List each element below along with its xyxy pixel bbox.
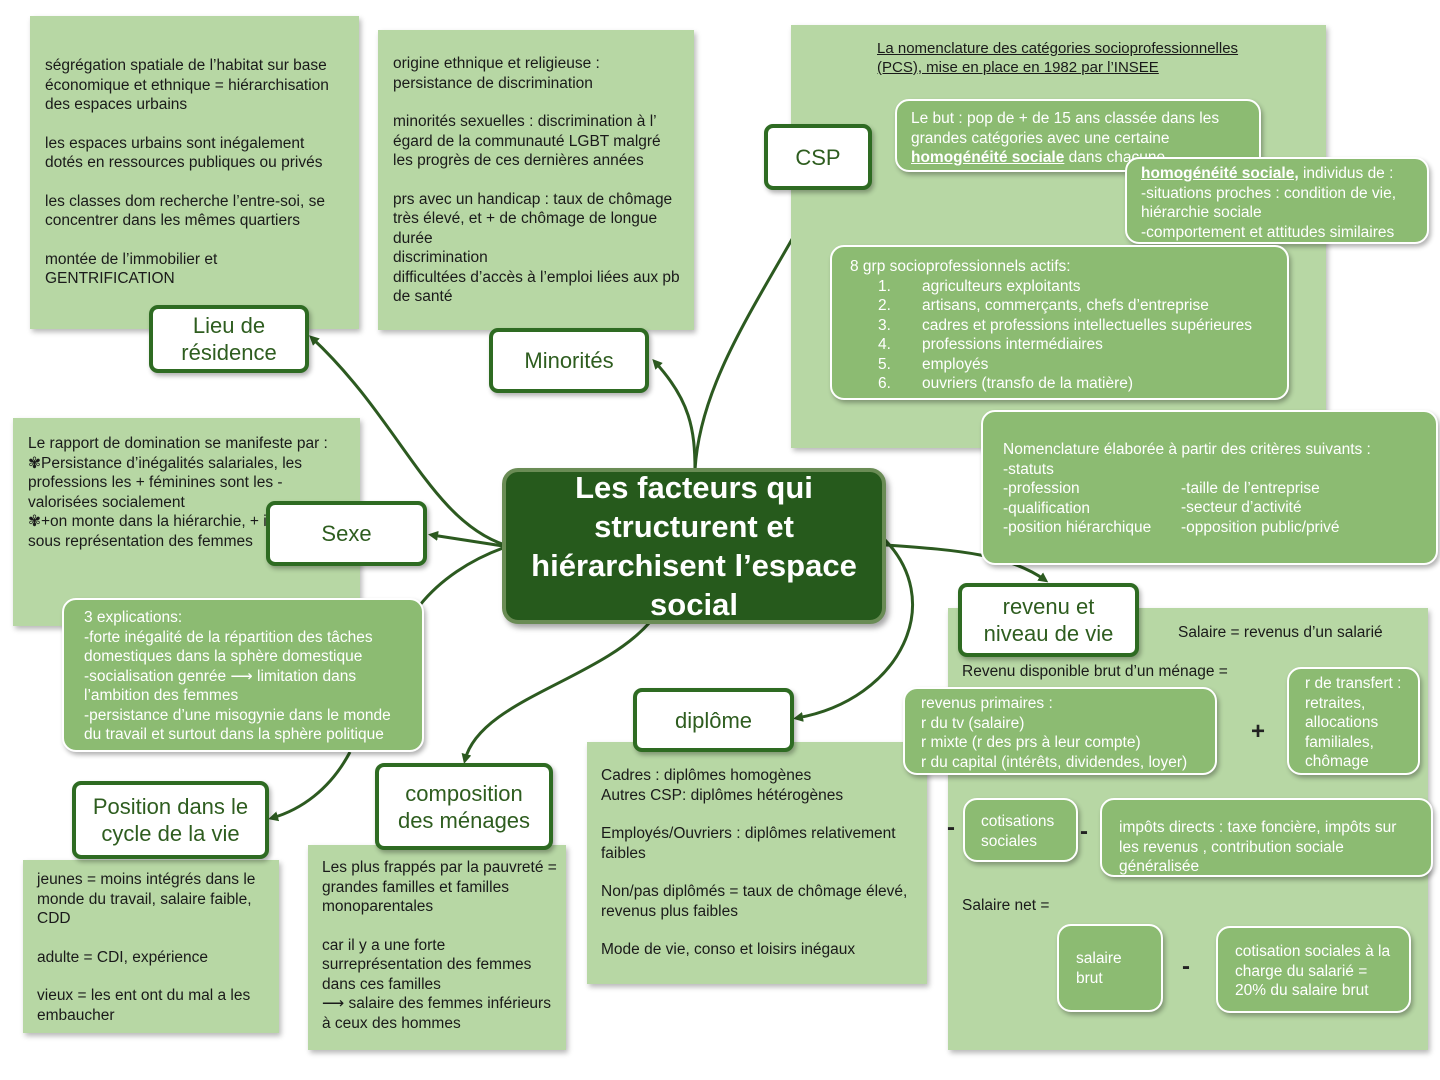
link-sexe	[428, 530, 504, 548]
lieu-note: ségrégation spatiale de l’habitat sur ba…	[30, 16, 359, 329]
link-lieu	[309, 335, 506, 547]
diplome-note-line: Employés/Ouvriers : diplômes relativemen…	[601, 825, 896, 862]
cycle-note-line: jeunes = moins intégrés dans le monde du…	[37, 871, 256, 927]
groups-title: 8 grp socioprofessionnels actifs:	[850, 258, 1071, 275]
diplome-note-line: Mode de vie, conso et loisirs inégaux	[601, 941, 856, 958]
lieu-note-line: les classes dom recherche l’entre-soi, s…	[45, 192, 325, 230]
node-lieu-de-residence: Lieu de résidence	[149, 305, 309, 373]
csp-heading: La nomenclature des catégories socioprof…	[877, 40, 1239, 76]
cotisations-text: cotisations sociales	[981, 813, 1055, 850]
cotisation-salarie-bubble: cotisation sociales à la charge du salar…	[1216, 926, 1411, 1013]
cycle-note-line: adulte = CDI, expérience	[37, 948, 209, 966]
lieu-note-line: ségrégation spatiale de l’habitat sur ba…	[45, 57, 329, 113]
menages-note-line: Les plus frappés par la pauvreté = grand…	[322, 859, 557, 915]
revenus-primaires-text: revenus primaires : r du tv (salaire) r …	[921, 695, 1188, 771]
node-minorites: Minorités	[489, 328, 649, 393]
link-sexe-bubble	[418, 546, 504, 606]
csp-groups-bubble: 8 grp socioprofessionnels actifs: 1.agri…	[830, 245, 1289, 400]
node-cycle-de-vie: Position dans le cycle de la vie	[72, 781, 269, 859]
link-minorites	[652, 359, 697, 471]
homog-text: individus de : -situations proches : con…	[1141, 165, 1397, 241]
criteria-left: -statuts -profession -qualification -pos…	[1003, 460, 1152, 537]
minus-operator: -	[1080, 818, 1088, 845]
node-sexe: Sexe	[266, 501, 427, 566]
transfert-bubble: r de transfert : retraites, allocations …	[1287, 667, 1420, 775]
groups-list: 1.agriculteurs exploitants 2.artisans, c…	[850, 277, 1269, 394]
link-revenu	[885, 543, 1049, 583]
group-item: 3.cadres et professions intellectuelles …	[878, 316, 1252, 334]
group-item: 5.employés	[878, 355, 989, 373]
central-topic: Les facteurs qui structurent et hiérarch…	[502, 468, 886, 624]
lieu-note-line: montée de l’immobilier et GENTRIFICATION	[45, 250, 218, 288]
rdb-label: Revenu disponible brut d’un ménage =	[962, 663, 1228, 680]
minus-operator: -	[947, 814, 955, 841]
diplome-note-line: Non/pas diplômés = taux de chômage élevé…	[601, 883, 908, 920]
menages-note: Les plus frappés par la pauvreté = grand…	[308, 845, 566, 1050]
cycle-note-line: vieux = les ent ont du mal a les embauch…	[37, 987, 251, 1024]
node-revenu-niveau-de-vie: revenu et niveau de vie	[958, 583, 1139, 657]
node-composition-menages: composition des ménages	[375, 763, 553, 850]
sexe-explications-text: 3 explications: -forte inégalité de la r…	[84, 609, 391, 743]
minorites-note-line: minorités sexuelles : discrimination à l…	[393, 113, 661, 169]
revenus-primaires-bubble: revenus primaires : r du tv (salaire) r …	[903, 687, 1217, 775]
cycle-note: jeunes = moins intégrés dans le monde du…	[23, 860, 279, 1033]
link-menages	[461, 621, 652, 764]
sexe-explications-bubble: 3 explications: -forte inégalité de la r…	[62, 598, 424, 752]
group-item: 6.ouvriers (transfo de la matière)	[878, 375, 1134, 392]
link-diplome	[793, 533, 914, 722]
csp-criteria-bubble: Nomenclature élaborée à partir des critè…	[981, 410, 1438, 565]
lieu-note-line: les espaces urbains sont inégalement dot…	[45, 134, 323, 172]
salaire-brut-bubble: salaire brut	[1057, 924, 1163, 1012]
csp-homog-bubble: homogénéité sociale, individus de : -sit…	[1125, 157, 1429, 244]
minorites-note-line: origine ethnique et religieuse : persist…	[393, 55, 600, 92]
csp-but-bold: homogénéité sociale	[911, 149, 1065, 166]
impots-text: impôts directs : taxe foncière, impôts s…	[1119, 819, 1397, 875]
node-csp: CSP	[764, 124, 872, 190]
salaire-definition: Salaire = revenus d’un salarié	[1178, 624, 1383, 641]
homog-bold: homogénéité sociale,	[1141, 165, 1299, 182]
link-cycle	[268, 751, 352, 822]
cotisations-bubble: cotisations sociales	[963, 798, 1078, 862]
diplome-note-line: Cadres : diplômes homogènes Autres CSP: …	[601, 767, 844, 804]
salaire-brut-text: salaire brut	[1076, 950, 1122, 987]
minorites-note: origine ethnique et religieuse : persist…	[378, 30, 694, 330]
cotisation-salarie-text: cotisation sociales à la charge du salar…	[1235, 943, 1391, 999]
salaire-net-label: Salaire net =	[962, 897, 1050, 914]
minus-operator: -	[1182, 953, 1190, 980]
criteria-right: -taille de l’entreprise -secteur d’activ…	[1181, 479, 1340, 536]
minorites-note-line: prs avec un handicap : taux de chômage t…	[393, 190, 680, 306]
group-item: 4.professions intermédiaires	[878, 336, 1103, 353]
diplome-note: Cadres : diplômes homogènes Autres CSP: …	[587, 742, 927, 984]
csp-but-text: Le but : pop de + de 15 ans classée dans…	[911, 110, 1220, 147]
menages-note-line: car il y a une forte surreprésentation d…	[322, 936, 551, 1032]
impots-bubble: impôts directs : taxe foncière, impôts s…	[1100, 798, 1433, 877]
transfert-text: r de transfert : retraites, allocations …	[1305, 675, 1402, 770]
plus-operator: +	[1251, 718, 1266, 745]
group-item: 1.agriculteurs exploitants	[878, 277, 1081, 295]
criteria-title: Nomenclature élaborée à partir des critè…	[1003, 441, 1371, 458]
group-item: 2.artisans, commerçants, chefs d’entrepr…	[878, 297, 1209, 314]
node-diplome: diplôme	[633, 688, 794, 752]
